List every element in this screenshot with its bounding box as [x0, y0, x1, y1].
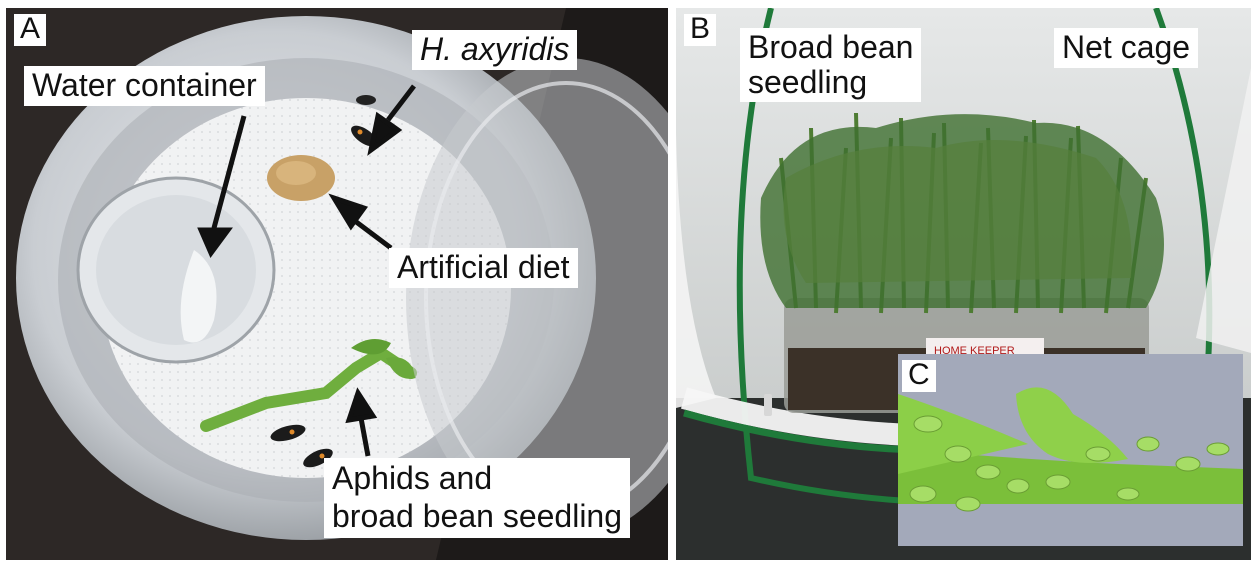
label-h-axyridis: H. axyridis	[412, 30, 578, 70]
label-net-cage: Net cage	[1054, 28, 1199, 68]
petri-dish-illustration	[6, 8, 668, 560]
panel-b-photo: HOME KEEPER B Broad bean seedling Net ca…	[676, 8, 1251, 560]
seedling-stem	[898, 449, 1243, 504]
label-water-container: Water container	[24, 66, 265, 106]
panel-a-letter: A	[14, 14, 47, 46]
panel-c-inset: C	[898, 354, 1243, 546]
label-aphids: Aphids and broad bean seedling	[324, 458, 631, 538]
label-artificial-diet: Artificial diet	[389, 248, 578, 288]
label-broad-bean-line2: seedling	[748, 64, 868, 101]
leaf	[1016, 387, 1128, 463]
ladybird-larvae	[270, 95, 377, 468]
panel-a-arrows	[197, 84, 416, 457]
aphid-closeup-illustration	[898, 354, 1243, 546]
label-aphids-line2: broad bean seedling	[332, 497, 623, 534]
panel-a-photo: A Water container H. axyridis Artificial…	[6, 8, 668, 560]
label-broad-bean-line1: Broad bean	[748, 29, 914, 65]
panel-b-letter: B	[684, 14, 717, 46]
panel-c-letter: C	[902, 360, 936, 392]
dish-lid	[406, 58, 668, 538]
label-aphids-line1: Aphids and	[332, 460, 493, 496]
aphids	[909, 415, 1230, 512]
seedling-in-dish	[200, 345, 417, 432]
label-broad-bean-seedling: Broad bean seedling	[740, 28, 922, 103]
